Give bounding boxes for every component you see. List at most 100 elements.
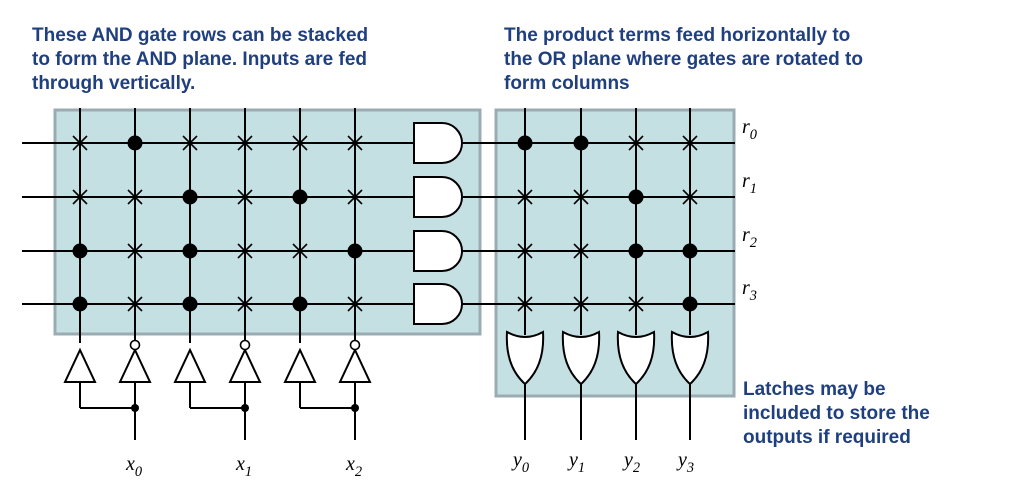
and-gate [413, 230, 463, 272]
cross-stroke [237, 135, 253, 151]
cross-stroke [347, 296, 363, 312]
and-no-connection-cross [347, 135, 363, 151]
or-no-connection-cross [517, 296, 533, 312]
and-no-connection-cross [72, 135, 88, 151]
inverter-bubble [129, 339, 141, 351]
and-no-connection-cross [292, 135, 308, 151]
buffer-gate [173, 347, 207, 383]
input-label: x2 [345, 453, 362, 480]
cross-stroke [72, 135, 88, 151]
or-gate [670, 330, 710, 386]
inverter-gate [118, 347, 152, 383]
and-connection-dot [72, 296, 88, 312]
and-no-connection-cross [347, 296, 363, 312]
or-connection-dot [682, 296, 698, 312]
or-no-connection-cross [517, 189, 533, 205]
and-gate [413, 176, 463, 218]
and-plane-caption: These AND gate rows can be stacked to fo… [32, 25, 369, 94]
input-junction-dot [131, 404, 139, 412]
cross-stroke [628, 135, 644, 151]
and-gate [413, 122, 463, 164]
or-connection-dot [682, 243, 698, 259]
and-connection-dot [72, 243, 88, 259]
or-connection-dot [628, 189, 644, 205]
cross-stroke [292, 135, 308, 151]
inverter-gate [228, 347, 262, 383]
and-no-connection-cross [237, 189, 253, 205]
cross-stroke [72, 189, 88, 205]
or-no-connection-cross [628, 296, 644, 312]
and-connection-dot [182, 189, 198, 205]
inverter-bubble [349, 339, 361, 351]
or-no-connection-cross [573, 296, 589, 312]
output-label: y3 [676, 449, 694, 476]
cross-stroke [182, 135, 198, 151]
and-connection-dot [127, 135, 143, 151]
inverter-bubble [239, 339, 251, 351]
product-term-label: r2 [742, 224, 757, 251]
or-connection-dot [628, 243, 644, 259]
cross-stroke [292, 243, 308, 259]
product-term-label: r3 [742, 277, 757, 304]
cross-stroke [347, 135, 363, 151]
input-junction-dot [241, 404, 249, 412]
or-no-connection-cross [517, 243, 533, 259]
and-connection-dot [292, 296, 308, 312]
cross-stroke [347, 189, 363, 205]
and-connection-dot [182, 296, 198, 312]
and-no-connection-cross [237, 243, 253, 259]
cross-stroke [127, 189, 143, 205]
latches-caption: Latches may be included to store the out… [743, 379, 930, 448]
or-gate [505, 330, 545, 386]
cross-stroke [517, 243, 533, 259]
cross-stroke [237, 296, 253, 312]
and-no-connection-cross [237, 296, 253, 312]
cross-stroke [682, 135, 698, 151]
cross-stroke [573, 296, 589, 312]
buffer-gate [283, 347, 317, 383]
and-connection-dot [182, 243, 198, 259]
and-no-connection-cross [72, 189, 88, 205]
input-junction-dot [351, 404, 359, 412]
or-plane-caption: The product terms feed horizontally to t… [504, 25, 863, 94]
or-no-connection-cross [682, 189, 698, 205]
inverter-gate [338, 347, 372, 383]
cross-stroke [127, 243, 143, 259]
cross-stroke [628, 296, 644, 312]
or-no-connection-cross [573, 243, 589, 259]
or-no-connection-cross [573, 189, 589, 205]
and-gate [413, 283, 463, 325]
or-gate [616, 330, 656, 386]
product-term-label: r1 [742, 170, 757, 197]
output-label: y1 [567, 449, 585, 476]
input-label: x0 [125, 453, 143, 480]
and-no-connection-cross [182, 135, 198, 151]
and-connection-dot [292, 189, 308, 205]
and-no-connection-cross [292, 243, 308, 259]
and-no-connection-cross [127, 243, 143, 259]
input-label: x1 [235, 453, 252, 480]
product-term-label: r0 [742, 116, 758, 143]
output-label: y0 [511, 449, 530, 476]
and-no-connection-cross [237, 135, 253, 151]
output-label: y2 [622, 449, 640, 476]
and-no-connection-cross [127, 296, 143, 312]
or-no-connection-cross [628, 135, 644, 151]
buffer-gate [63, 347, 97, 383]
cross-stroke [127, 296, 143, 312]
cross-stroke [237, 243, 253, 259]
and-plane [53, 108, 482, 336]
or-gate [561, 330, 601, 386]
or-no-connection-cross [682, 135, 698, 151]
cross-stroke [237, 189, 253, 205]
or-connection-dot [517, 135, 533, 151]
cross-stroke [517, 189, 533, 205]
or-connection-dot [573, 135, 589, 151]
cross-stroke [573, 243, 589, 259]
cross-stroke [573, 189, 589, 205]
cross-stroke [517, 296, 533, 312]
and-connection-dot [347, 243, 363, 259]
and-no-connection-cross [127, 189, 143, 205]
and-no-connection-cross [347, 189, 363, 205]
